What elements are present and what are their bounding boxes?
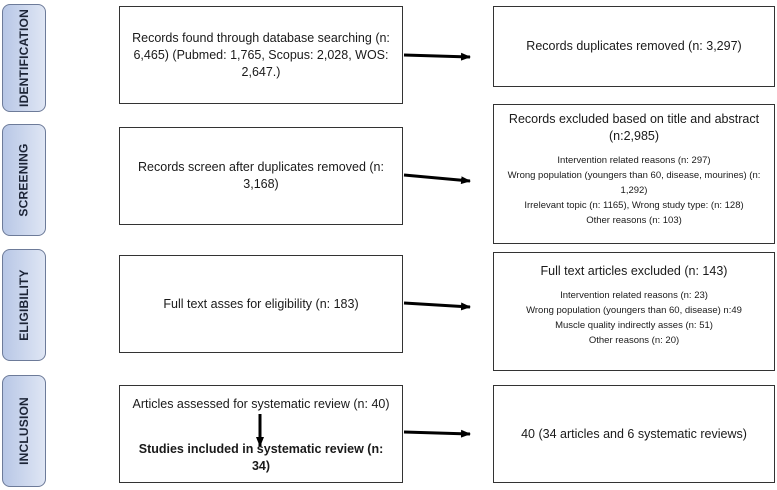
stage-screening: SCREENING	[2, 124, 46, 236]
arrow-eligibility	[403, 301, 471, 311]
stage-identification: IDENTIFICATION	[2, 4, 46, 112]
exclusion-reason: Other reasons (n: 20)	[588, 335, 680, 346]
exclusion-reason: Intervention related reasons (n: 297)	[557, 155, 711, 166]
title-abstract-excluded-box: Records excluded based on title and abst…	[493, 104, 775, 244]
identification-records-text: Records found through database searching…	[132, 30, 390, 79]
fulltext-excluded-box: Full text articles excluded (n: 143) Int…	[493, 252, 775, 371]
studies-included-text: Studies included in systematic review (n…	[138, 442, 384, 473]
exclusion-reason: Wrong population (youngers than 60, dise…	[507, 170, 761, 196]
title-abstract-excluded-title: Records excluded based on title and abst…	[508, 112, 760, 143]
identification-records-box: Records found through database searching…	[119, 6, 403, 104]
exclusion-reason: Muscle quality indirectly asses (n: 51)	[555, 320, 713, 331]
screening-records-text: Records screen after duplicates removed …	[138, 160, 384, 191]
stage-inclusion: INCLUSION	[2, 375, 46, 487]
stage-eligibility: ELIGIBILITY	[2, 249, 46, 361]
duplicates-removed-text: Records duplicates removed (n: 3,297)	[526, 39, 742, 53]
exclusion-reason: Irrelevant topic (n: 1165), Wrong study …	[524, 200, 744, 211]
screening-records-box: Records screen after duplicates removed …	[119, 127, 403, 225]
arrow-identification	[403, 52, 471, 61]
fulltext-excluded-title: Full text articles excluded (n: 143)	[540, 264, 728, 278]
exclusion-reason: Wrong population (youngers than 60, dise…	[526, 305, 742, 316]
eligibility-fulltext-text: Full text asses for eligibility (n: 183)	[163, 296, 359, 311]
arrow-inclusion	[403, 429, 471, 438]
final-count-box: 40 (34 articles and 6 systematic reviews…	[493, 385, 775, 483]
duplicates-removed-box: Records duplicates removed (n: 3,297)	[493, 6, 775, 87]
eligibility-fulltext-box: Full text asses for eligibility (n: 183)	[119, 255, 403, 353]
arrow-screening	[403, 173, 471, 185]
exclusion-reason: Other reasons (n: 103)	[586, 215, 682, 226]
articles-assessed-text: Articles assessed for systematic review …	[132, 397, 390, 411]
final-count-text: 40 (34 articles and 6 systematic reviews…	[521, 426, 747, 441]
exclusion-reason: Intervention related reasons (n: 23)	[560, 290, 708, 301]
